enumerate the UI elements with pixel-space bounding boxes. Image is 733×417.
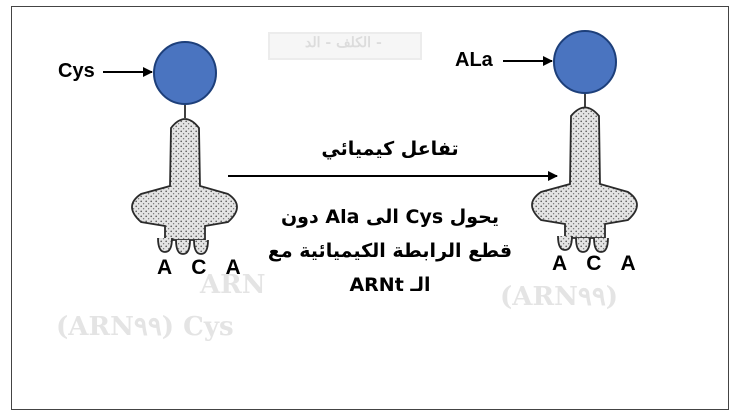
reaction-description-line-3: الـ ARNt — [349, 274, 431, 296]
right-amino-acid-label: ALa — [455, 49, 493, 71]
left-amino-acid-ball — [153, 41, 217, 105]
ghost-text-1: ARN — [200, 270, 266, 300]
ghost-box-text: الكلف - الد - — [305, 35, 382, 51]
reaction-description-line-2: قطع الرابطة الكيميائية مع — [267, 240, 513, 262]
ghost-text-3: (ARN٩٩) Cys — [56, 312, 234, 342]
ghost-box — [268, 32, 422, 60]
right-trna — [531, 30, 638, 253]
reaction-description-line-1: يحول Cys الى Ala دون — [280, 206, 500, 228]
ghost-text-2: (ARN٩٩) — [500, 282, 619, 312]
right-anticodon-label: A C A — [552, 252, 643, 275]
right-trna-body — [531, 106, 638, 239]
reaction-description: يحول Cys الى Ala دون قطع الرابطة الكيميا… — [240, 200, 540, 302]
right-amino-acid-ball — [553, 30, 617, 94]
left-anticodon-loops — [157, 237, 209, 255]
right-anticodon-loops — [557, 235, 609, 253]
left-trna — [131, 41, 238, 255]
left-trna-body — [131, 118, 238, 241]
reaction-title: تفاعل كيميائي — [321, 138, 459, 160]
left-amino-acid-label: Cys — [58, 60, 95, 82]
left-anticodon-label: A C A — [157, 256, 248, 279]
